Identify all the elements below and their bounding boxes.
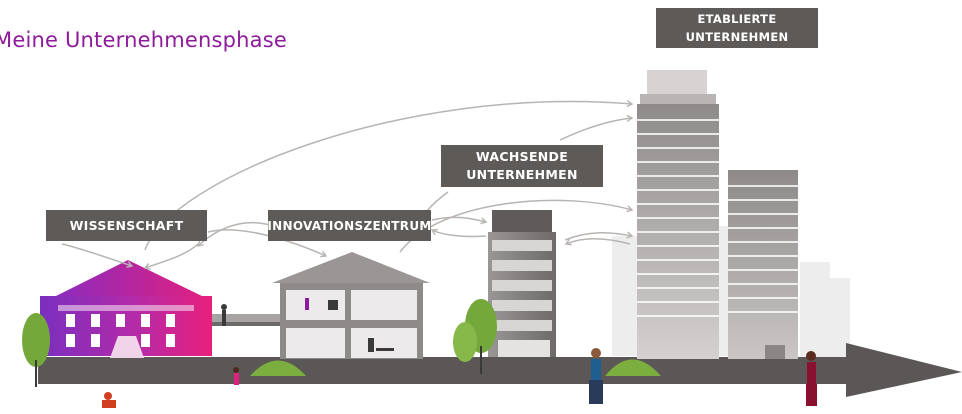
growing-company-building [488,210,556,357]
innovation-center-building [272,252,430,359]
label-wachsende-unternehmen: WACHSENDE UNTERNEHMEN [441,145,603,187]
established-company-tower [637,70,798,359]
tree-left [22,313,50,387]
person [102,304,817,408]
road [38,343,962,397]
bushes [250,359,661,376]
page-title: Meine Unternehmensphase [0,28,288,52]
bridge [208,314,280,326]
university-building [40,260,212,358]
label-innovationszentrum: INNOVATIONSZENTRUM [267,210,431,241]
tree-middle [453,299,497,374]
label-wissenschaft: WISSENSCHAFT [46,210,207,241]
label-etablierte-unternehmen: ETABLIERTE UNTERNEHMEN [656,8,818,48]
